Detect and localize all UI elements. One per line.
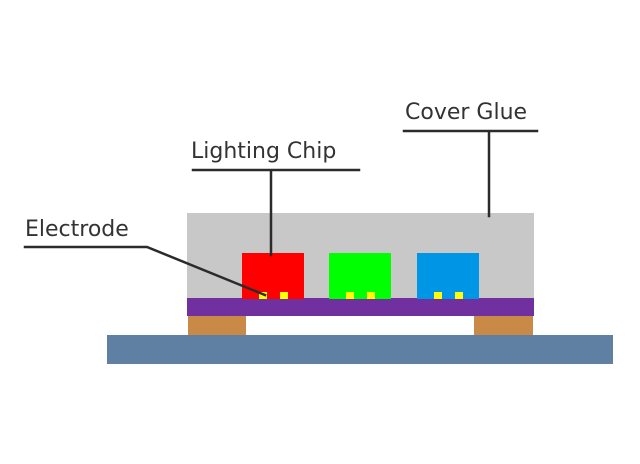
solder-pad-left	[188, 316, 246, 335]
label-lighting-chip: Lighting Chip	[191, 139, 336, 164]
solder-pad-right	[474, 316, 533, 335]
blue-chip	[417, 253, 479, 299]
red-chip	[242, 253, 304, 299]
electrode-blue-left	[434, 292, 442, 299]
green-chip	[329, 253, 391, 299]
electrode-green-left	[346, 292, 354, 299]
leader-electrode	[23, 245, 267, 297]
base-board	[107, 335, 613, 364]
label-electrode: Electrode	[25, 217, 129, 242]
electrode-green-right	[367, 292, 375, 299]
leader-cover-glue	[402, 129, 539, 218]
leader-lighting-chip	[191, 168, 361, 257]
electrode-blue-right	[455, 292, 463, 299]
substrate	[187, 298, 534, 316]
label-cover-glue: Cover Glue	[405, 100, 527, 125]
electrode-red-right	[280, 292, 288, 299]
